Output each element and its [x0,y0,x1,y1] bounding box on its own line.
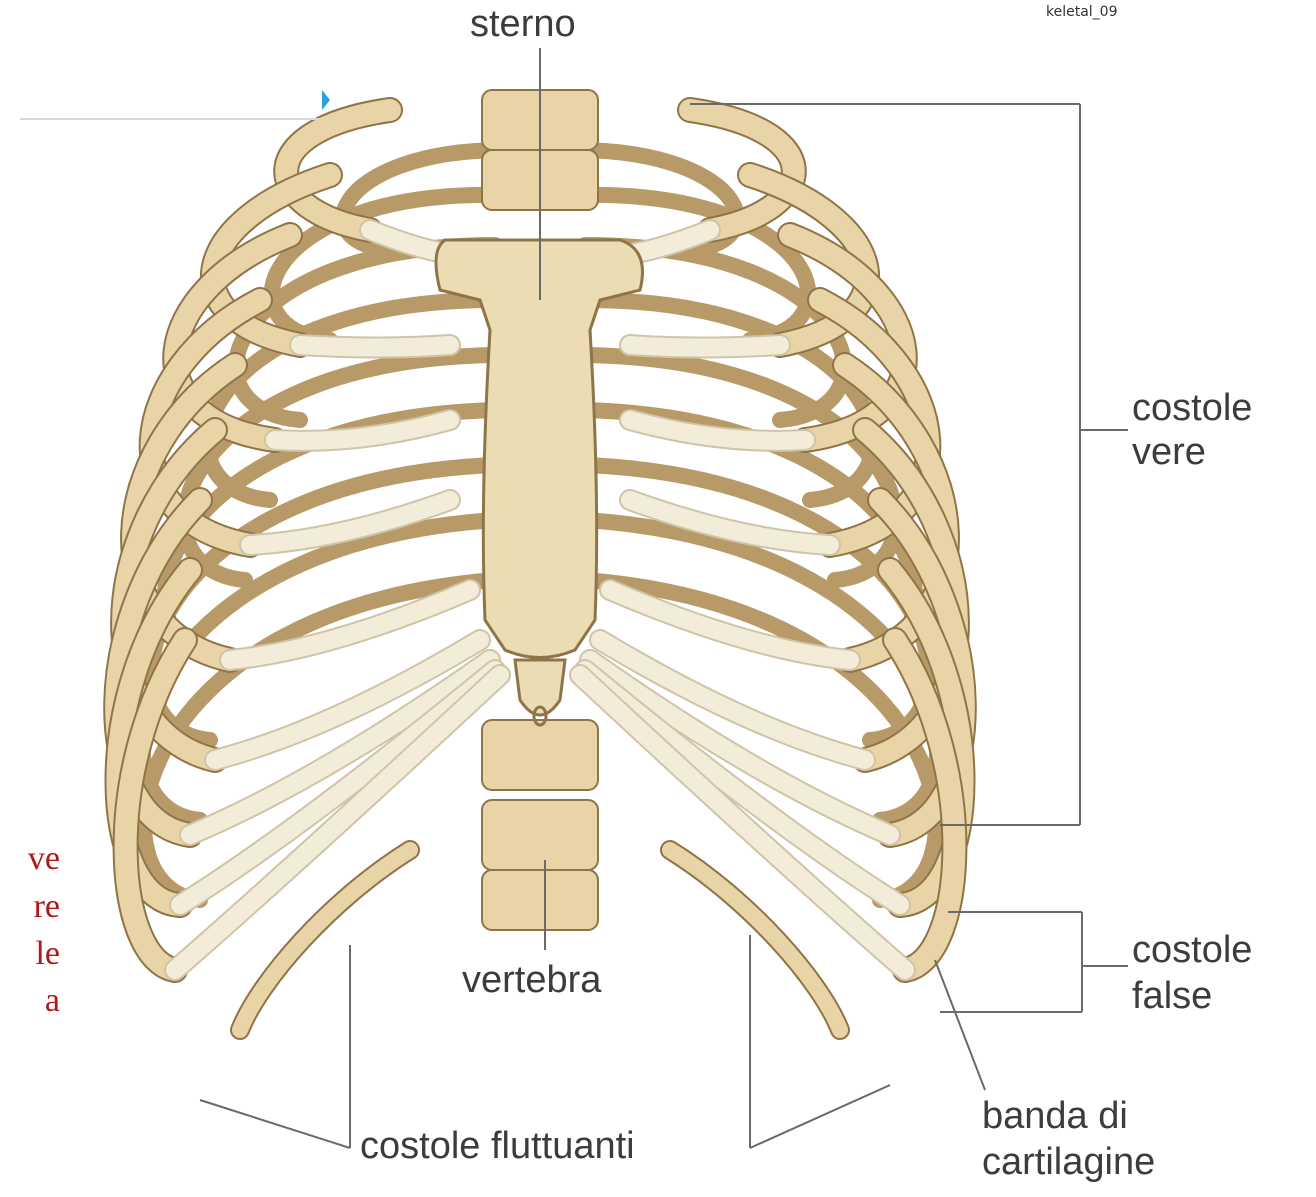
leader-fluttuanti-right-diag [750,1085,890,1148]
label-banda-line2: cartilagine [982,1140,1155,1184]
cartilage-right-2 [630,345,780,348]
cropped-slide-text-3: le [0,930,60,978]
label-costole-fluttuanti: costole fluttuanti [360,1124,635,1168]
label-costole-vere-line2: vere [1132,430,1206,474]
cartilage-left-2 [300,345,450,348]
slide-watermark: keletal_09 [1046,4,1118,20]
cropped-slide-text-4: a [0,977,60,1025]
vertebra-block-4 [482,800,598,870]
label-banda-line1: banda di [982,1094,1128,1138]
vertebra-block-5 [482,870,598,930]
leader-banda [935,960,985,1090]
label-sterno: sterno [470,2,576,46]
cropped-slide-text-2: re [0,883,60,931]
label-costole-false-line2: false [1132,974,1212,1018]
leader-fluttuanti-left-diag [200,1100,350,1148]
slide-decoration-arrow [322,90,330,110]
label-costole-false-line1: costole [1132,928,1252,972]
vertebra-block-3 [482,720,598,790]
label-costole-vere-line1: costole [1132,386,1252,430]
cropped-slide-text-1: ve [0,835,60,883]
label-vertebra: vertebra [462,958,601,1002]
slide-decoration-line [20,118,320,120]
